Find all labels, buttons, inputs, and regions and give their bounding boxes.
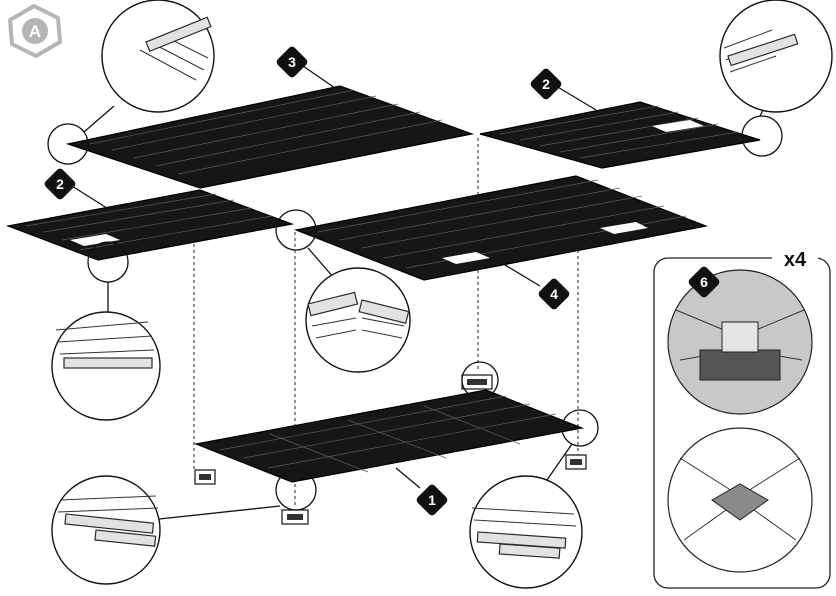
floor-panel-1 (193, 389, 585, 483)
svg-text:2: 2 (56, 176, 64, 192)
roof-panel-3 (65, 85, 475, 189)
panel-cutout (70, 234, 120, 246)
callout-ring (47, 115, 783, 511)
detail-circle-mid-left (51, 311, 161, 421)
svg-text:2: 2 (542, 76, 550, 92)
panel-cutout (442, 252, 490, 264)
corner-bracket (565, 454, 587, 470)
part-marker-4: 4 (538, 278, 570, 310)
detail-circle-center (305, 267, 411, 373)
roof-panel-4 (293, 175, 709, 281)
roof-panel-2-right (479, 101, 761, 169)
svg-text:4: 4 (550, 286, 558, 302)
step-letter: A (29, 22, 41, 41)
corner-bracket (194, 469, 216, 485)
panel-cutout (652, 120, 704, 132)
inset-detail-top (667, 269, 813, 415)
svg-text:3: 3 (288, 54, 296, 70)
detail-circle-bottom-right (469, 475, 583, 589)
roof-panel-2-left (5, 189, 295, 261)
panel-cutout (600, 222, 648, 234)
detail-circle-bottom-left (51, 475, 161, 585)
part-marker-1: 1 (416, 484, 448, 516)
quantity-label: x4 (784, 249, 807, 271)
svg-text:1: 1 (428, 492, 436, 508)
part-marker-2: 2 (530, 68, 562, 100)
inset-detail-bottom (667, 427, 813, 573)
svg-text:6: 6 (700, 274, 708, 290)
part-marker-6: 6 (688, 266, 720, 298)
detail-circle-top-right (719, 0, 833, 113)
detail-circle-top-left (101, 0, 215, 113)
step-badge: A (8, 4, 62, 58)
part-marker-2: 2 (44, 168, 76, 200)
part-marker-3: 3 (276, 46, 308, 78)
corner-bracket (461, 374, 493, 390)
inset-box: x4 (653, 247, 831, 589)
corner-bracket (281, 509, 309, 525)
